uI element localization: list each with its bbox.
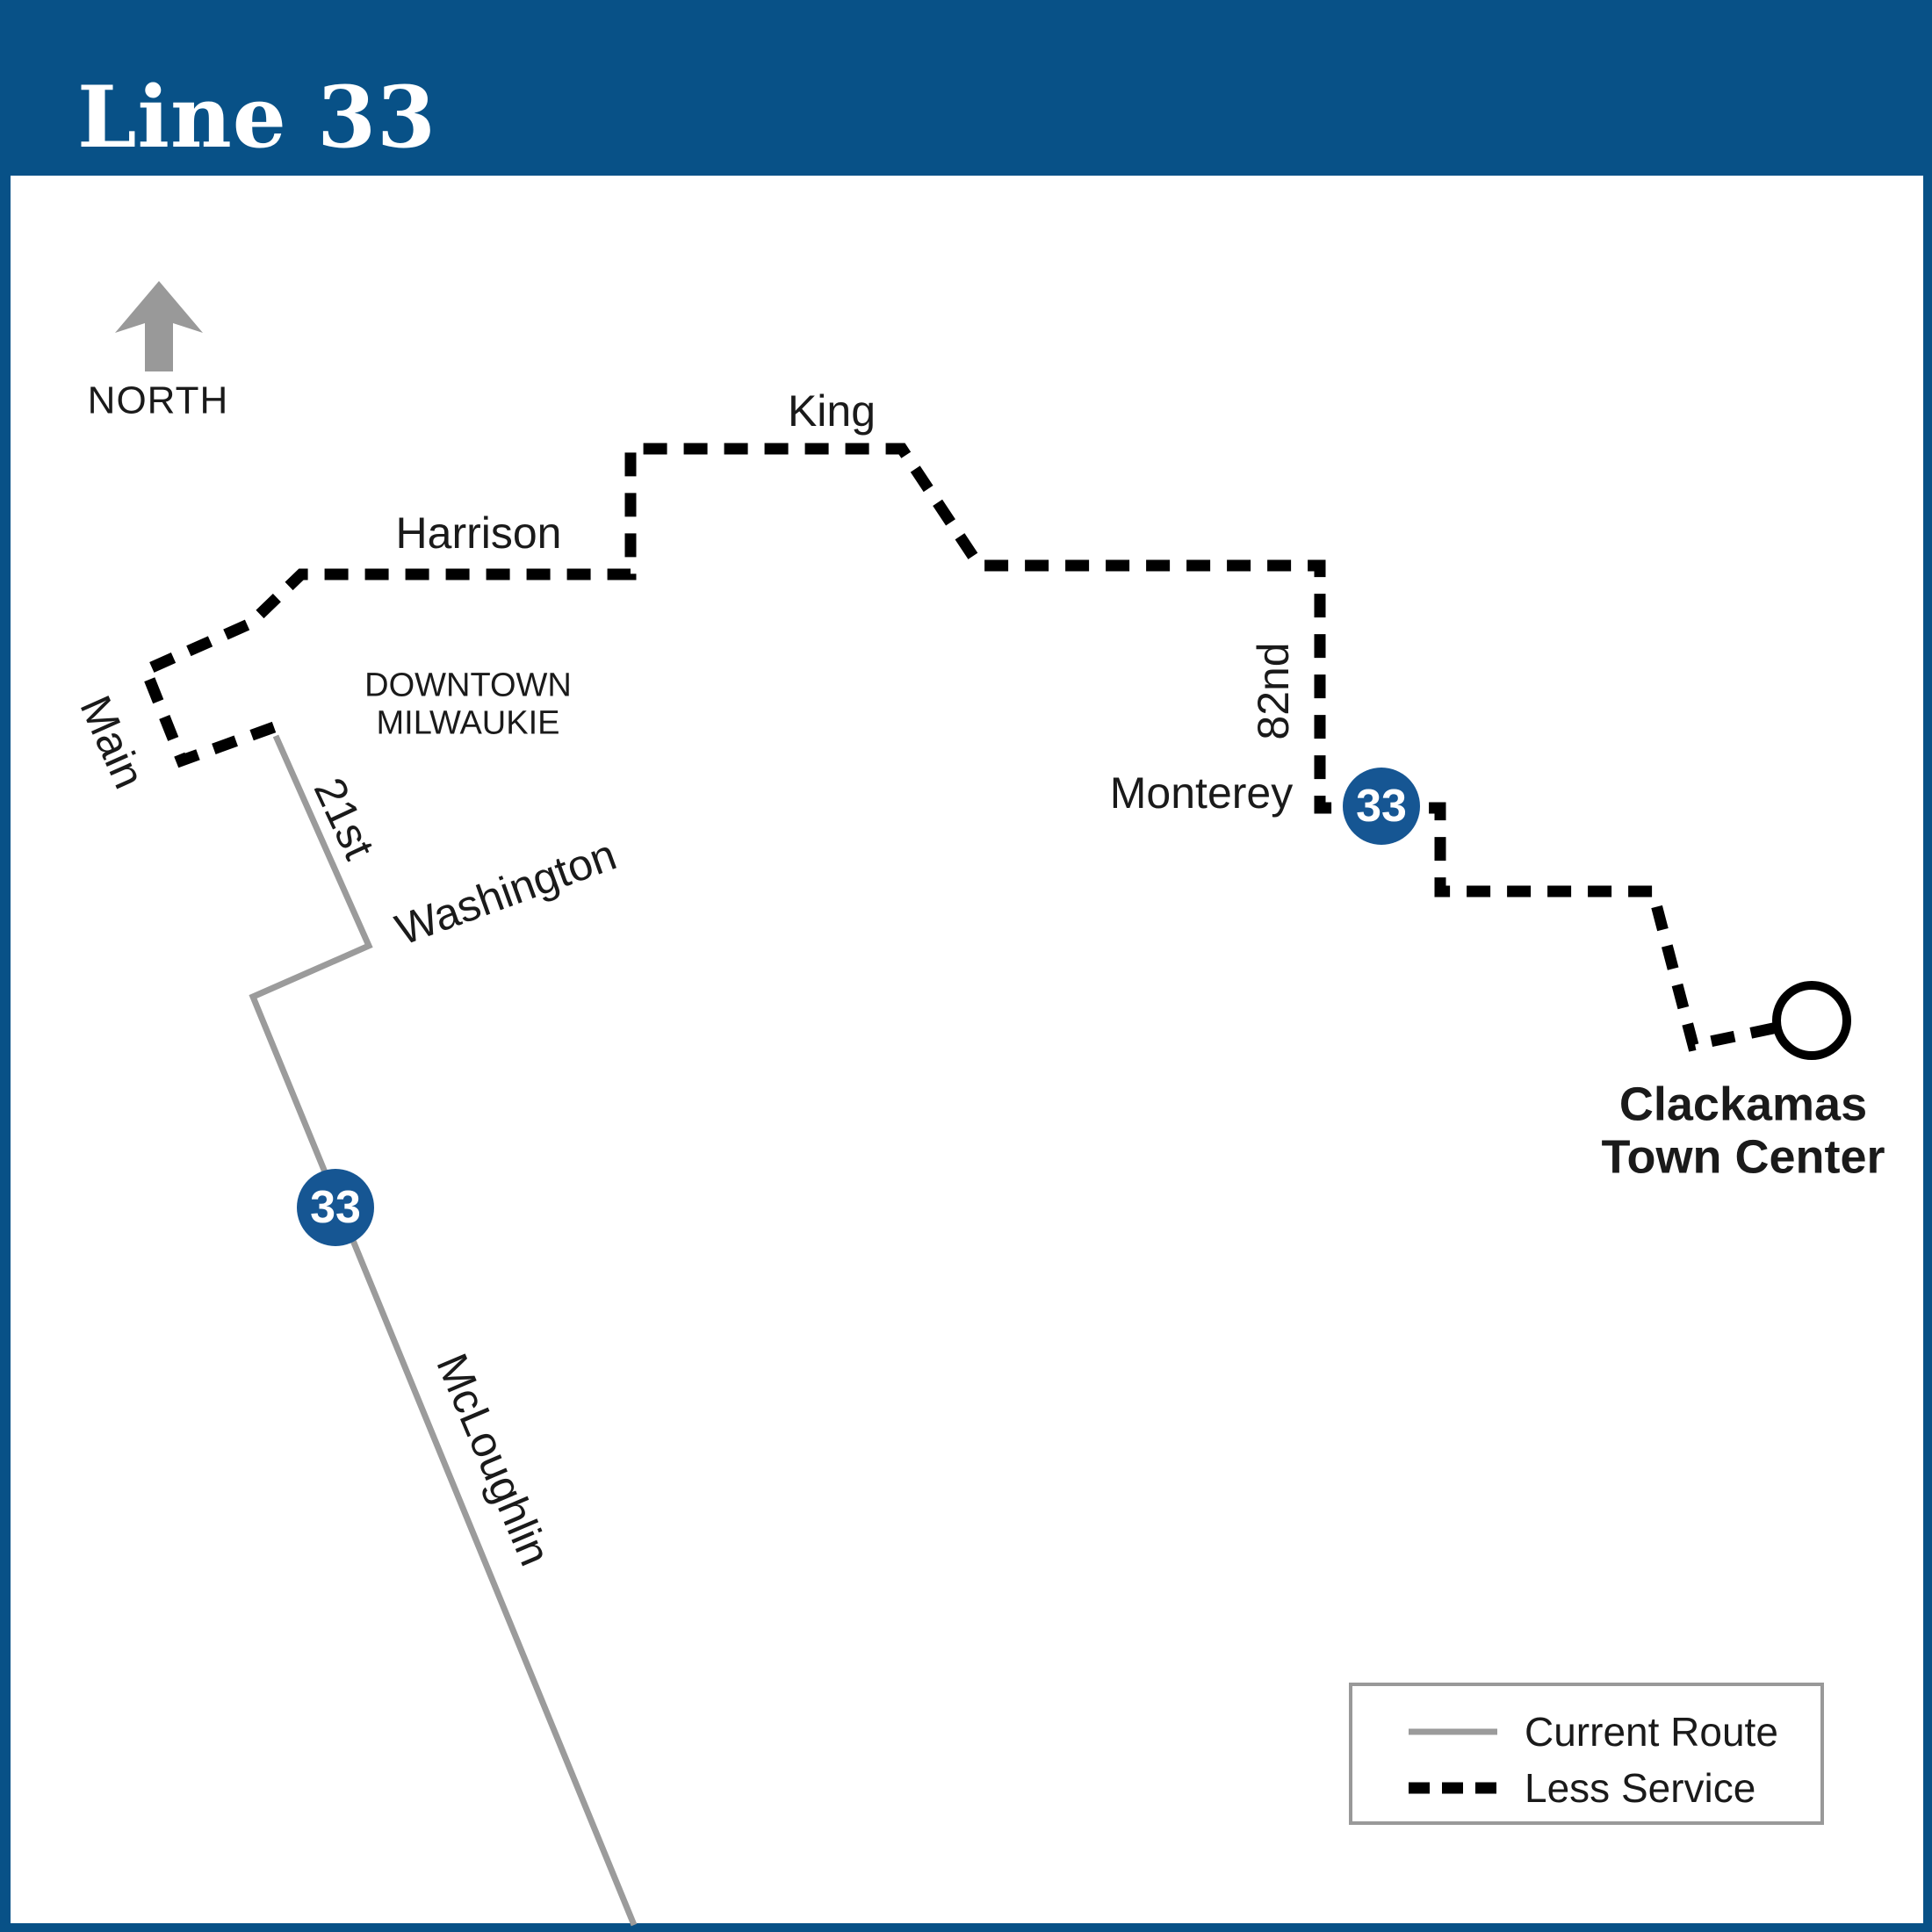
harrison-label: Harrison	[395, 508, 562, 558]
legend-label-less-service: Less Service	[1525, 1765, 1756, 1811]
king-label: King	[787, 386, 876, 436]
legend-label-current-route: Current Route	[1525, 1709, 1778, 1755]
clackamas-town-center-terminus-circle	[1772, 981, 1851, 1060]
less-service-line-sample	[1409, 1782, 1500, 1794]
monterey-label: Monterey	[1109, 768, 1294, 818]
map-area	[0, 176, 1932, 1932]
clackamas-town-center-label: Clackamas Town Center	[1601, 1078, 1885, 1184]
header-bar: Line 33	[0, 0, 1932, 176]
less-service-line	[138, 443, 1779, 1052]
82nd-label: 82nd	[1249, 642, 1298, 740]
route-33-badge-mcloughlin: 33	[297, 1169, 374, 1246]
current-route-line	[249, 734, 638, 1927]
page-title: Line 33	[77, 68, 436, 167]
downtown-milwaukie-label: DOWNTOWN MILWAUKIE	[364, 667, 572, 741]
north-label: NORTH	[87, 378, 229, 422]
north-arrow-icon	[115, 281, 203, 371]
current-route-line-sample	[1409, 1728, 1497, 1735]
route-33-badge-monterey: 33	[1343, 768, 1420, 845]
legend-box: Current Route Less Service	[1349, 1683, 1824, 1825]
